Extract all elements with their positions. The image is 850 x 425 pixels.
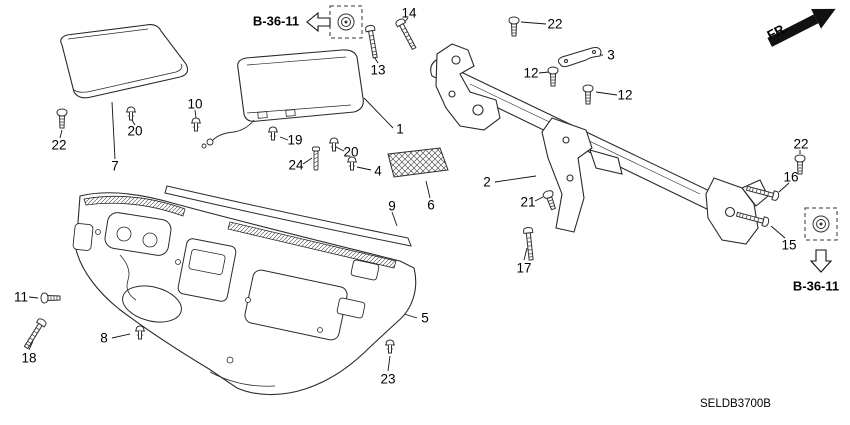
screw-22-left: [56, 108, 68, 129]
callout-3: 3: [607, 47, 615, 63]
callout-9: 9: [388, 198, 396, 214]
callout-7: 7: [111, 158, 119, 174]
diagram-code: SELDB3700B: [700, 398, 771, 410]
screw-12-a: [547, 66, 559, 87]
bolt-14: [394, 17, 419, 52]
callout-22-left: 22: [51, 137, 67, 153]
callout-10: 10: [187, 96, 203, 112]
ref-label-bottom: B-36-11: [792, 278, 840, 294]
callout-1: 1: [396, 121, 404, 137]
callout-23: 23: [380, 371, 396, 387]
clip-8: [134, 325, 146, 340]
callout-20-center: 20: [343, 144, 359, 160]
callout-24: 24: [288, 157, 304, 173]
fr-direction-arrow: FR.: [765, 8, 836, 47]
ref-box-bottom: [804, 207, 838, 273]
callout-12-a: 12: [523, 65, 539, 81]
callout-18: 18: [21, 350, 37, 366]
mesh-pad-part: [387, 147, 449, 178]
grommet-icon-bottom: [812, 215, 830, 233]
callout-17: 17: [516, 260, 532, 276]
callout-11: 11: [13, 289, 29, 305]
callout-22-top: 22: [547, 16, 563, 32]
ref-label-top: B-36-11: [252, 13, 300, 29]
callout-6: 6: [427, 197, 435, 213]
airbag-module-part: [201, 49, 364, 149]
callout-14: 14: [401, 5, 417, 21]
callout-8: 8: [100, 330, 108, 346]
arrow-down-icon: [809, 249, 833, 273]
bracket-part: [557, 47, 602, 68]
arrow-left-icon: [306, 11, 331, 33]
clip-20-center: [328, 137, 340, 152]
bolt-18: [21, 316, 48, 351]
screw-22-top: [508, 16, 520, 37]
callout-12-b: 12: [617, 87, 633, 103]
clip-10: [190, 117, 202, 132]
grommet-icon-top: [337, 13, 355, 31]
screw-21: [541, 188, 559, 212]
screw-12-b: [582, 84, 594, 105]
callout-22-right: 22: [793, 136, 809, 152]
trim-strip-part: [164, 185, 412, 247]
callout-16: 16: [783, 169, 799, 185]
pin-part: [312, 146, 320, 171]
callout-2: 2: [483, 174, 491, 190]
callout-15: 15: [781, 237, 797, 253]
callout-21: 21: [520, 194, 536, 210]
leader-lines: [28, 17, 801, 372]
callout-5: 5: [421, 310, 429, 326]
crossbeam-part: [430, 43, 769, 245]
screw-11: [40, 292, 61, 304]
dashboard-part: [72, 192, 417, 396]
callout-4: 4: [374, 163, 382, 179]
callout-20-left: 20: [127, 123, 143, 139]
bolt-13: [364, 24, 381, 59]
ref-box-top: [306, 5, 363, 39]
clip-23: [384, 339, 396, 354]
clip-20-left: [125, 106, 137, 121]
clip-19: [267, 126, 279, 141]
callout-13: 13: [370, 62, 386, 78]
airbag-lid-part: [60, 24, 189, 99]
callout-19: 19: [287, 132, 303, 148]
